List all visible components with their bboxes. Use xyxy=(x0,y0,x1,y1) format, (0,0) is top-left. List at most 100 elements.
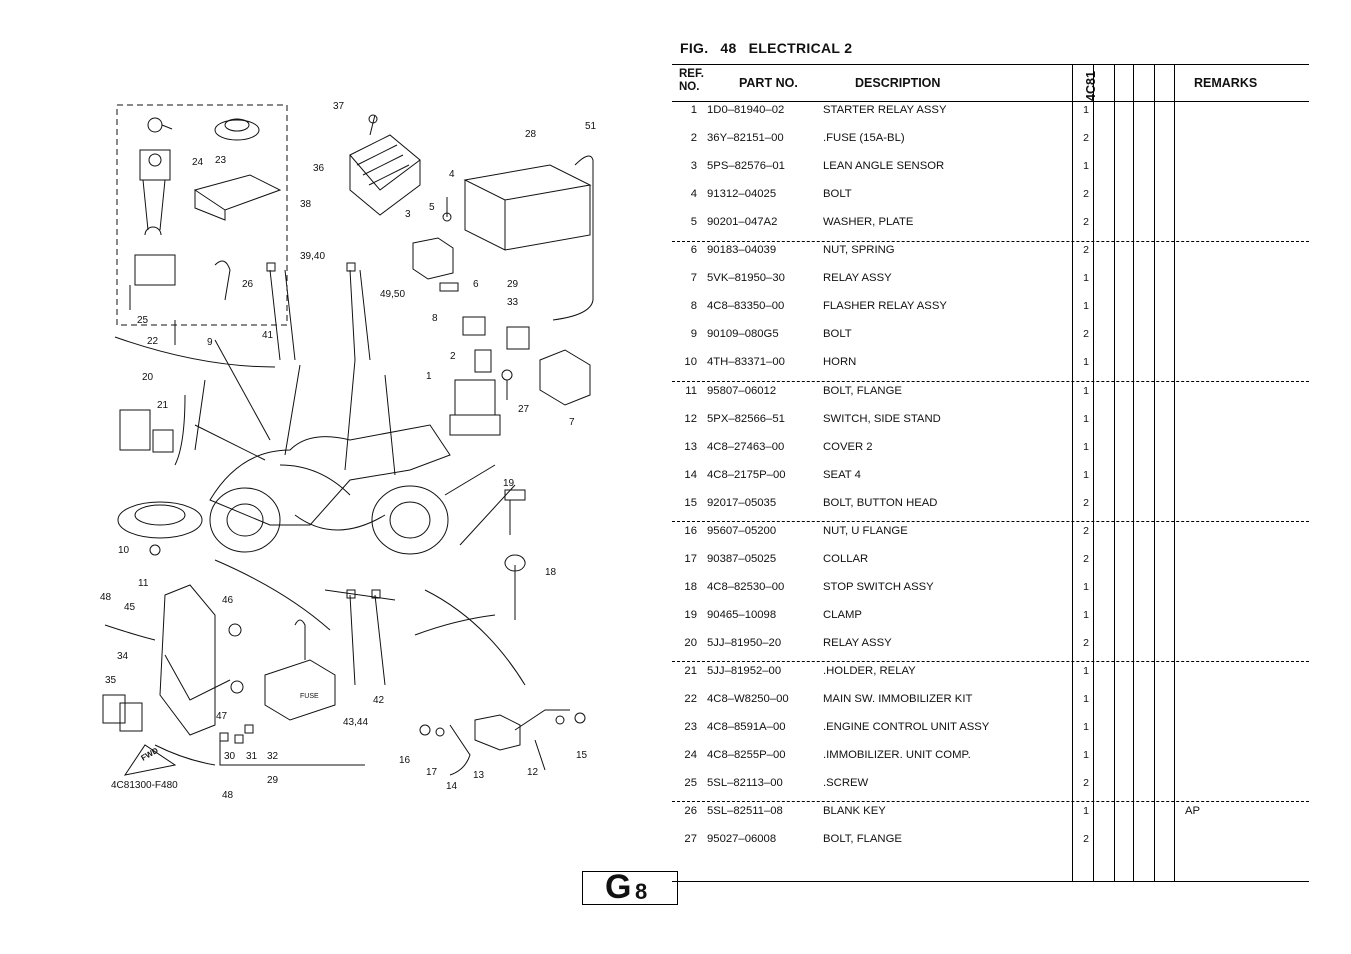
description-cell: NUT, SPRING xyxy=(823,244,895,257)
svg-text:28: 28 xyxy=(525,129,537,140)
svg-text:1: 1 xyxy=(426,371,432,382)
description-cell: RELAY ASSY xyxy=(823,636,892,649)
description-cell: SEAT 4 xyxy=(823,468,861,481)
page-section: G xyxy=(605,868,631,906)
part-no-cell: 5PX–82566–51 xyxy=(707,412,785,425)
page-number: 8 xyxy=(635,879,648,904)
svg-text:41: 41 xyxy=(262,330,274,341)
part-no-cell: 4C8–8255P–00 xyxy=(707,749,786,762)
quantity-cell: 1 xyxy=(1083,440,1089,453)
column-divider xyxy=(1114,64,1115,882)
remarks-cell: AP xyxy=(1185,805,1201,818)
diagram-code: 4C81300-F480 xyxy=(111,780,178,791)
svg-text:22: 22 xyxy=(147,336,159,347)
ref-no-cell: 14 xyxy=(684,468,697,481)
ref-no-cell: 19 xyxy=(684,608,697,621)
quantity-cell: 2 xyxy=(1083,244,1089,257)
svg-text:32: 32 xyxy=(267,751,279,762)
svg-text:11: 11 xyxy=(138,578,149,589)
svg-text:29: 29 xyxy=(267,775,279,786)
part-no-cell: 90465–10098 xyxy=(707,608,777,621)
ref-no-cell: 4 xyxy=(690,188,697,201)
ref-no-cell: 24 xyxy=(684,749,697,762)
table-bottom-rule xyxy=(672,881,1309,882)
description-cell: MAIN SW. IMMOBILIZER KIT xyxy=(823,693,973,706)
ref-no-cell: 5 xyxy=(690,216,697,229)
description-cell: FLASHER RELAY ASSY xyxy=(823,300,947,313)
table-row: 6 90183–04039 NUT, SPRING 2 xyxy=(672,241,1309,269)
ref-no-cell: 7 xyxy=(690,272,697,285)
part-no-cell: 5VK–81950–30 xyxy=(707,272,785,285)
svg-text:14: 14 xyxy=(446,781,458,792)
quantity-cell: 1 xyxy=(1083,721,1089,734)
ref-no-cell: 17 xyxy=(684,552,697,565)
ref-no-cell: 3 xyxy=(690,160,697,173)
quantity-cell: 1 xyxy=(1083,805,1089,818)
svg-text:30: 30 xyxy=(224,751,236,762)
group-separator xyxy=(672,241,1309,242)
svg-text:51: 51 xyxy=(585,121,597,132)
quantity-cell: 2 xyxy=(1083,552,1089,565)
part-no-cell: 90109–080G5 xyxy=(707,328,779,341)
column-divider xyxy=(1154,64,1155,882)
ref-no-cell: 6 xyxy=(690,244,697,257)
description-cell: COVER 2 xyxy=(823,440,873,453)
part-no-cell: 4C8–2175P–00 xyxy=(707,468,786,481)
part-no-cell: 36Y–82151–00 xyxy=(707,132,784,145)
parts-table-header: REF. NO. PART NO. DESCRIPTION 4C81 REMAR… xyxy=(672,64,1309,102)
part-no-cell: 90183–04039 xyxy=(707,244,777,257)
ref-no-cell: 18 xyxy=(684,580,697,593)
header-remarks: REMARKS xyxy=(1194,76,1258,90)
figure-number: 48 xyxy=(720,40,737,56)
svg-text:27: 27 xyxy=(518,404,530,415)
quantity-cell: 1 xyxy=(1083,608,1089,621)
ref-no-cell: 11 xyxy=(685,384,697,397)
description-cell: HORN xyxy=(823,356,857,369)
description-cell: .SCREW xyxy=(823,777,869,790)
figure-name: ELECTRICAL 2 xyxy=(748,40,853,56)
header-part-no: PART NO. xyxy=(739,76,798,90)
description-cell: WASHER, PLATE xyxy=(823,216,914,229)
header-ref-no: REF. NO. xyxy=(679,68,704,93)
quantity-cell: 1 xyxy=(1083,356,1089,369)
quantity-cell: 2 xyxy=(1083,524,1089,537)
quantity-cell: 1 xyxy=(1083,300,1089,313)
svg-text:6: 6 xyxy=(473,279,479,290)
ref-no-cell: 10 xyxy=(684,356,697,369)
description-cell: BOLT, FLANGE xyxy=(823,384,902,397)
svg-text:8: 8 xyxy=(432,313,438,324)
description-cell: BOLT xyxy=(823,328,852,341)
svg-text:37: 37 xyxy=(333,101,345,112)
svg-text:26: 26 xyxy=(242,279,254,290)
svg-text:17: 17 xyxy=(426,767,438,778)
quantity-cell: 1 xyxy=(1083,468,1089,481)
svg-text:25: 25 xyxy=(137,315,149,326)
quantity-cell: 1 xyxy=(1083,412,1089,425)
ref-no-cell: 16 xyxy=(684,524,697,537)
description-cell: BOLT, FLANGE xyxy=(823,833,902,846)
part-no-cell: 1D0–81940–02 xyxy=(707,104,785,116)
description-cell: .ENGINE CONTROL UNIT ASSY xyxy=(823,721,990,734)
part-no-cell: 95607–05200 xyxy=(707,524,777,537)
ref-no-cell: 13 xyxy=(684,440,697,453)
ref-no-cell: 22 xyxy=(684,693,697,706)
svg-text:31: 31 xyxy=(246,751,258,762)
svg-text:29: 29 xyxy=(507,279,519,290)
ref-no-cell: 25 xyxy=(684,777,697,790)
group-separator xyxy=(672,381,1309,382)
column-divider xyxy=(1174,64,1175,882)
ref-no-cell: 2 xyxy=(690,132,697,145)
svg-text:21: 21 xyxy=(157,400,169,411)
ref-no-cell: 21 xyxy=(684,665,697,677)
part-no-cell: 95807–06012 xyxy=(707,384,777,397)
